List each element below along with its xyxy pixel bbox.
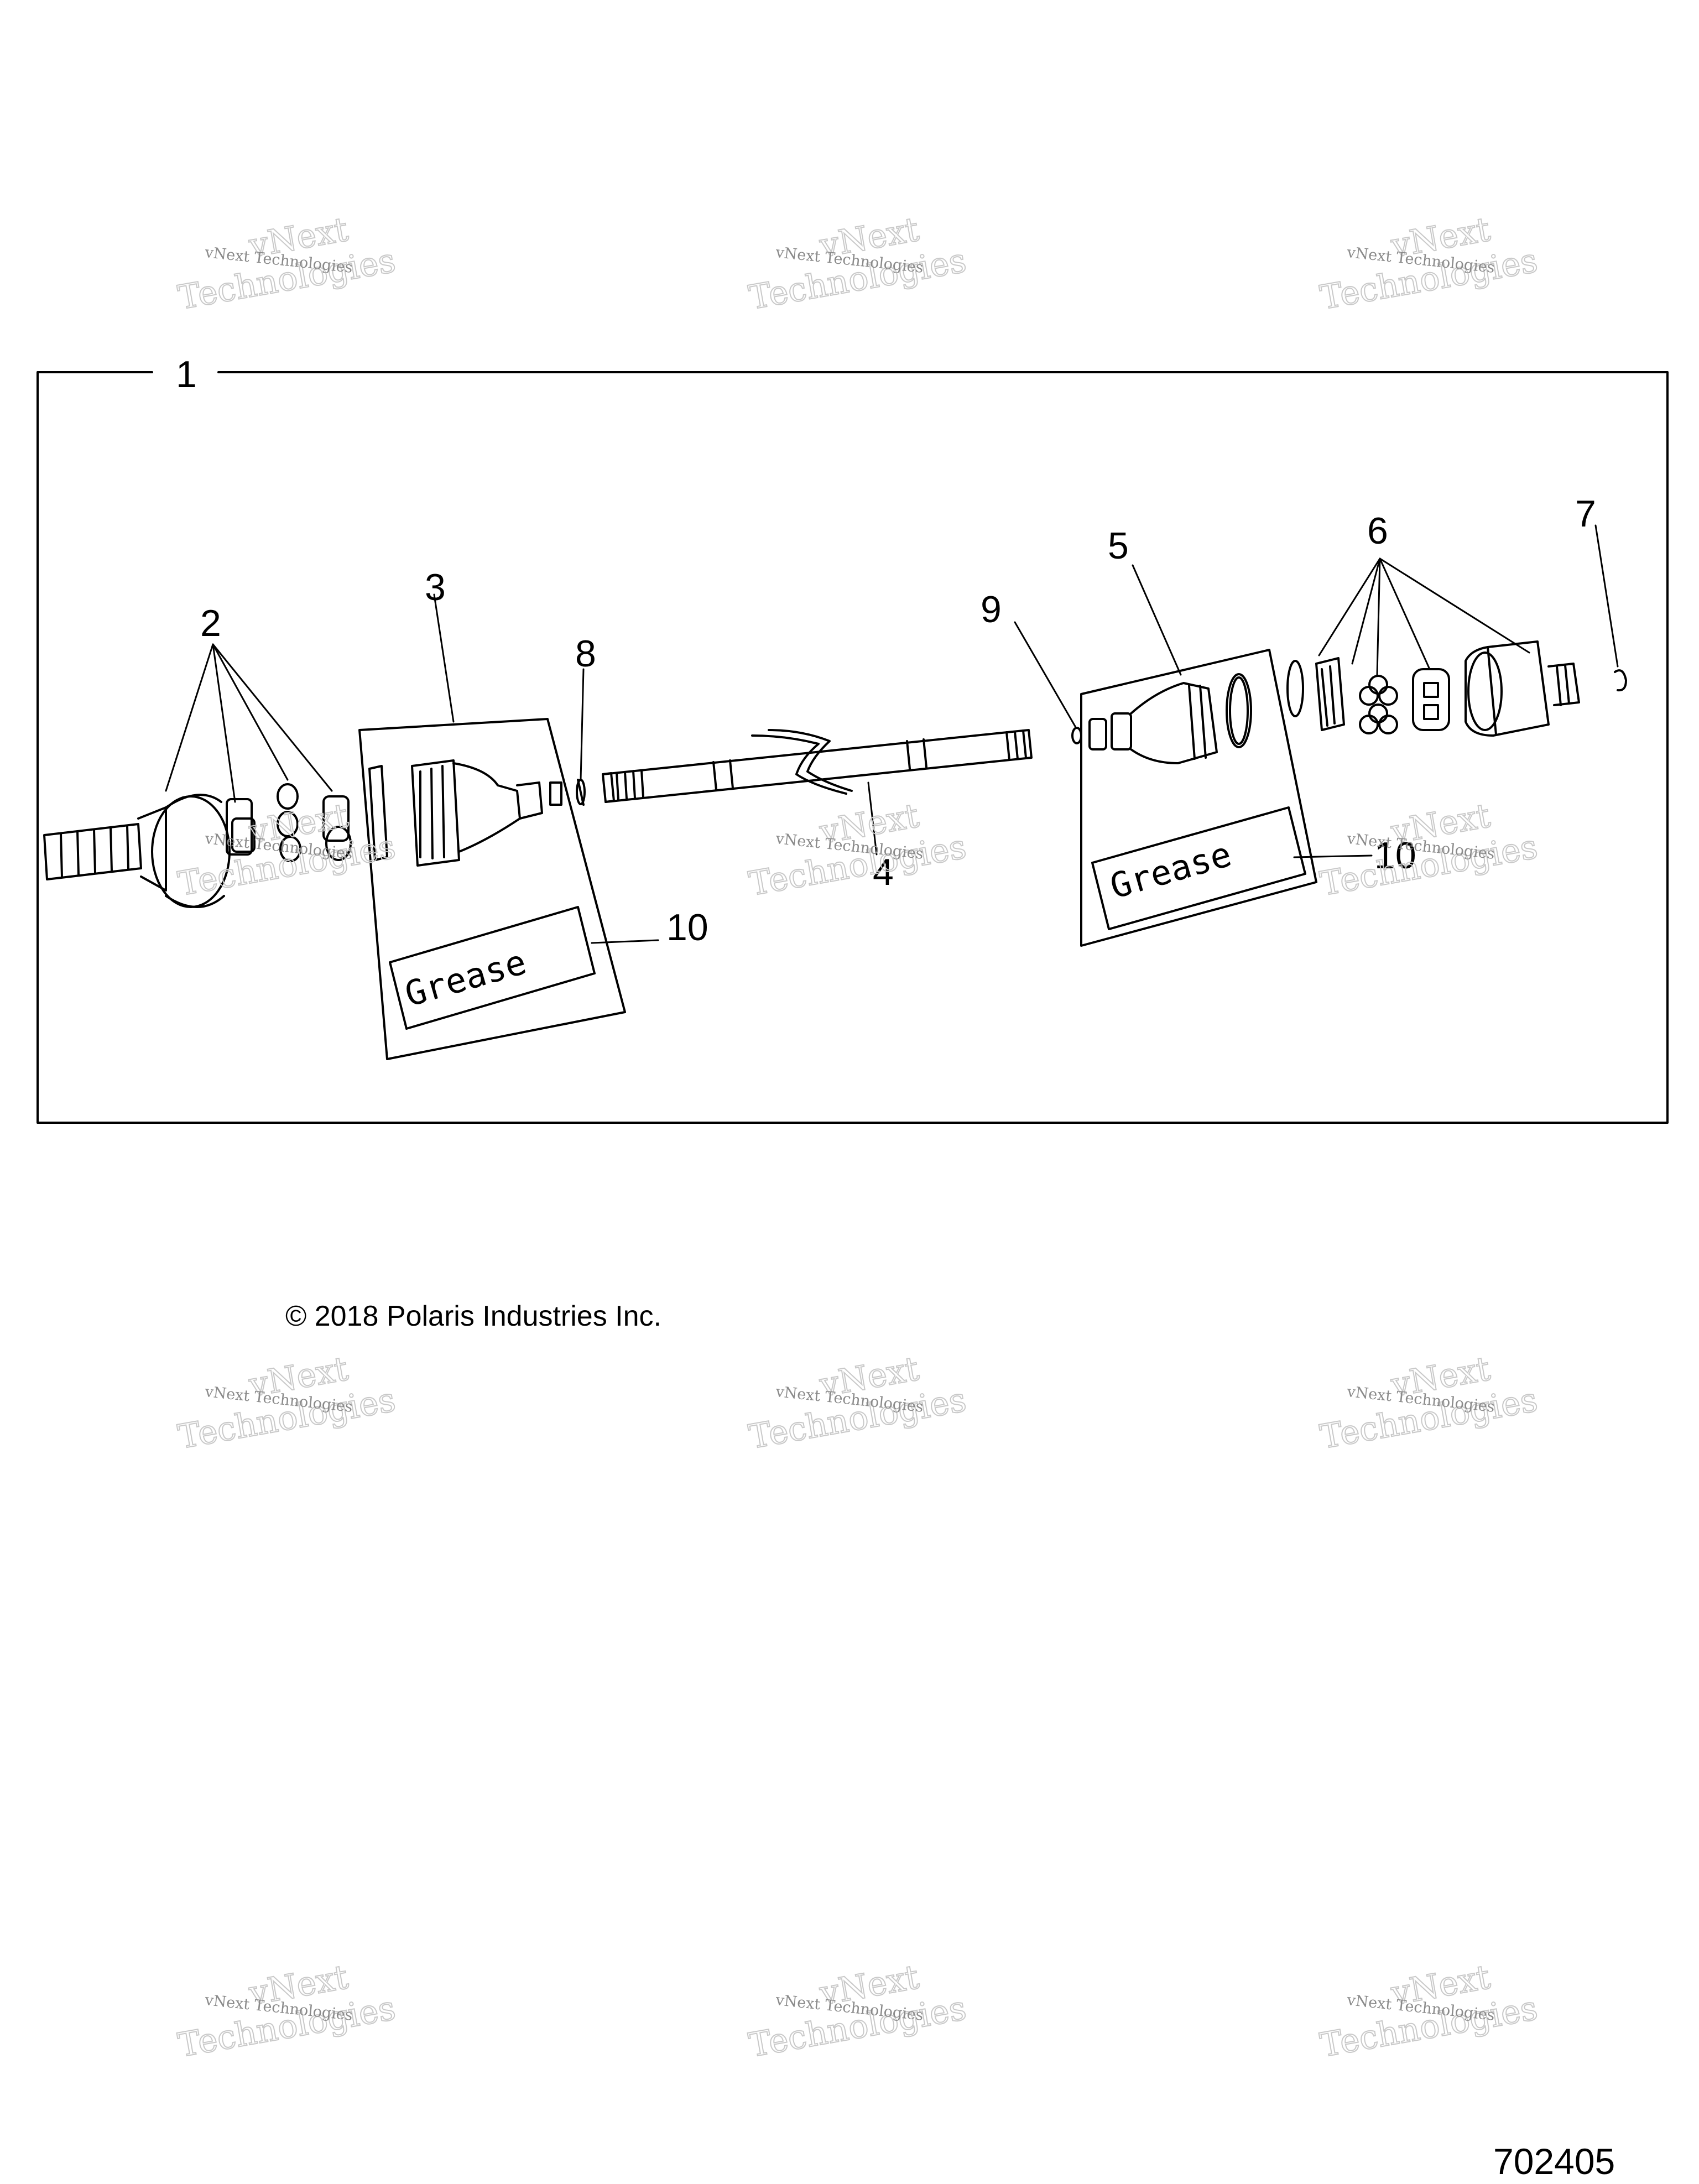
boot-left — [368, 759, 585, 867]
leader-lines — [165, 524, 1619, 944]
boot-kit-panel-left — [358, 718, 626, 1060]
callout-6: 6 — [1367, 510, 1388, 552]
callout-9: 9 — [981, 588, 1002, 630]
callout-4: 4 — [873, 851, 894, 893]
callout-2: 2 — [200, 602, 221, 644]
callout-3: 3 — [425, 566, 446, 608]
grease-label-right: Grease — [1106, 834, 1236, 907]
callout-7: 7 — [1575, 493, 1596, 535]
callout-10-left: 10 — [666, 906, 708, 948]
inner-cv-joint — [1315, 640, 1580, 737]
outer-cv-joint — [43, 783, 352, 908]
copyright-notice: © 2018 Polaris Industries Inc. — [285, 1300, 661, 1332]
grease-packet-right — [1091, 806, 1306, 930]
callout-5: 5 — [1108, 525, 1129, 567]
callout-8: 8 — [575, 633, 596, 675]
callout-1: 1 — [176, 353, 197, 395]
boot-kit-panel-right — [1080, 649, 1317, 947]
figure-id: 702405 — [1493, 2141, 1615, 2182]
grease-packet-left — [389, 906, 596, 1030]
axle-shaft — [602, 729, 1033, 803]
boot-right — [1071, 660, 1304, 764]
retaining-clip — [1614, 669, 1627, 692]
callout-10-right: 10 — [1374, 835, 1416, 877]
assembly-frame — [37, 371, 1669, 1124]
